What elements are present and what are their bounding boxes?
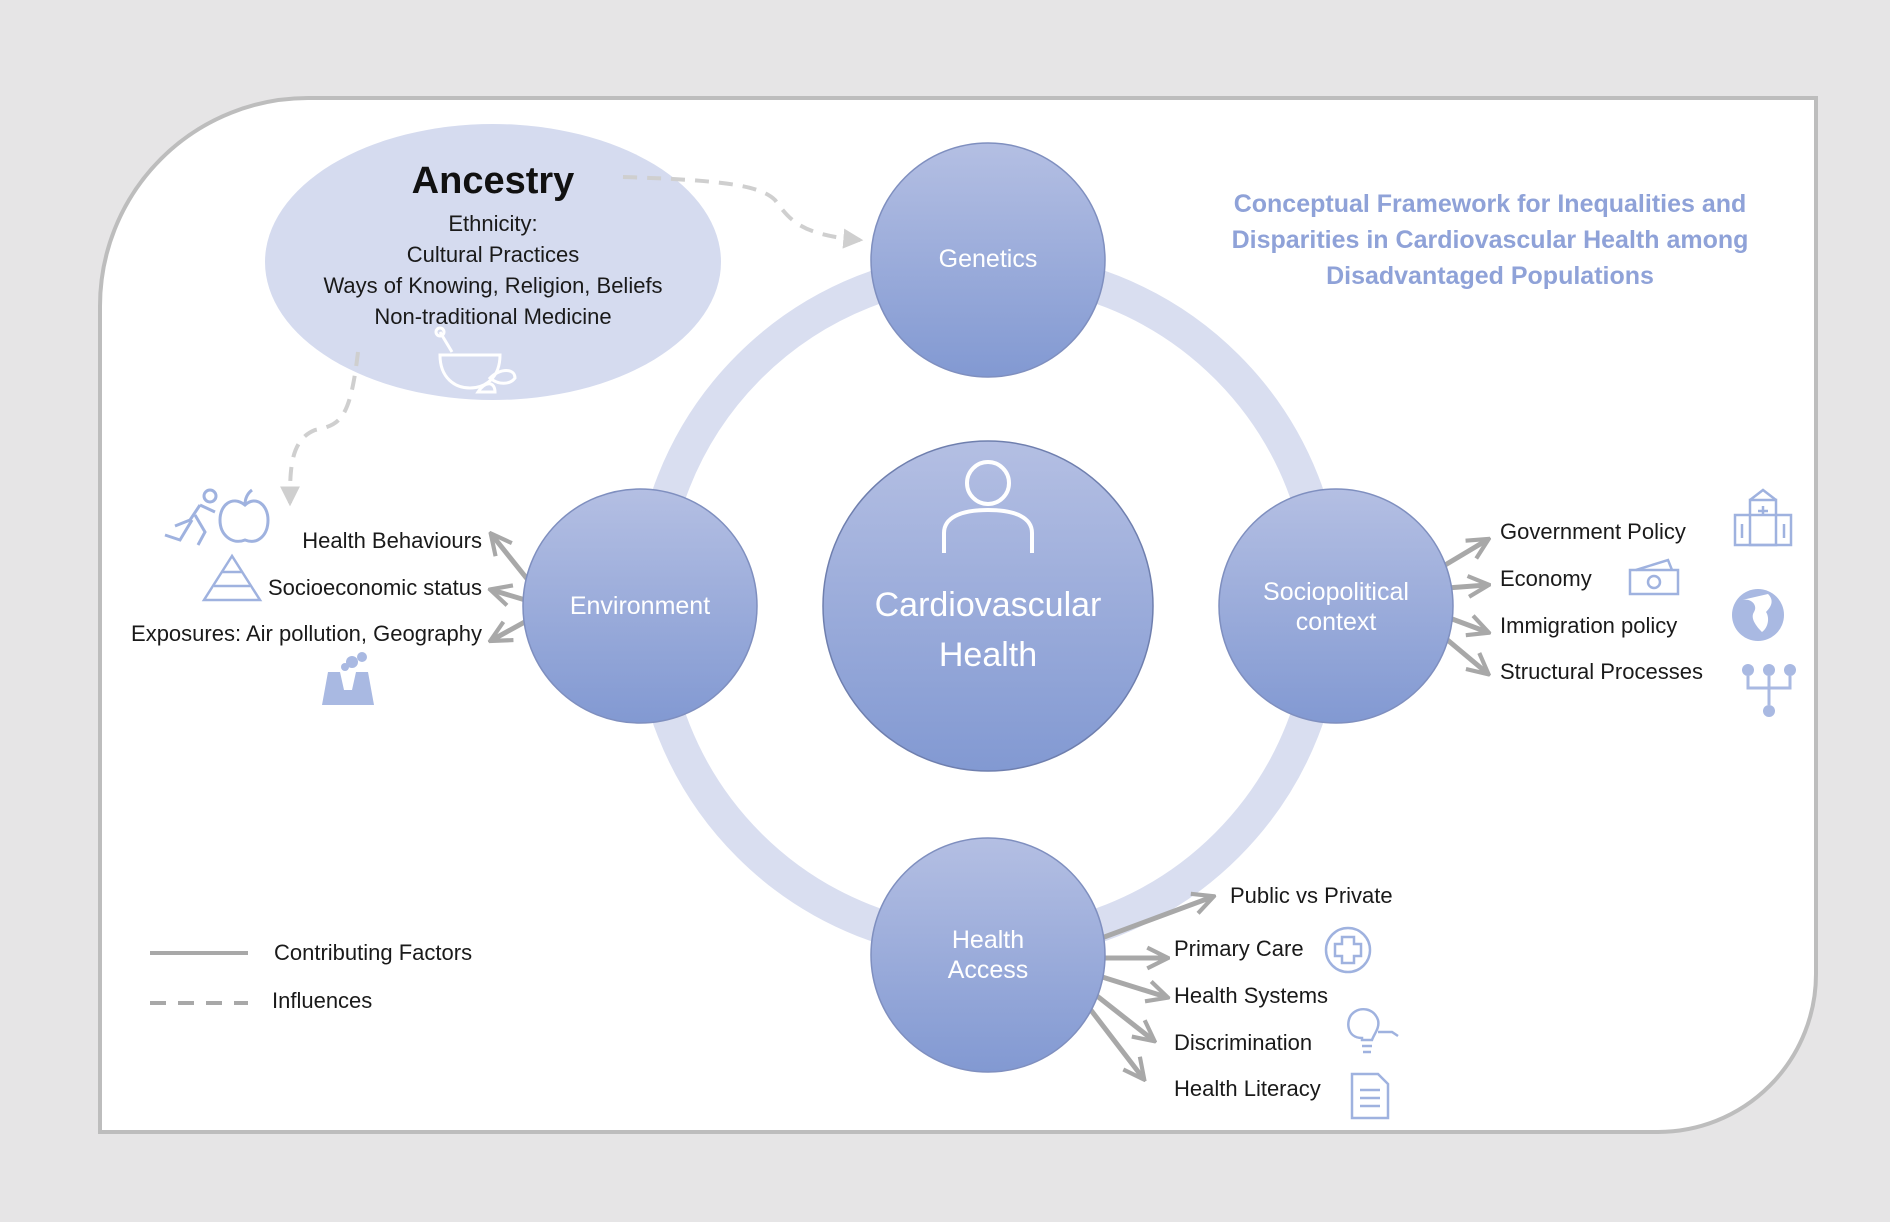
health-access-factor: Discrimination [1174, 1030, 1313, 1055]
ancestry-item: Non-traditional Medicine [374, 304, 612, 329]
hospital-icon [1733, 488, 1793, 547]
environment-node [522, 488, 758, 724]
sociopolitical-node [1218, 488, 1454, 724]
ancestry-title: Ancestry [411, 160, 575, 202]
health-access-factor: Health Literacy [1174, 1076, 1321, 1101]
health-access-factor: Health Systems [1174, 983, 1329, 1008]
dashed-influence-ancestry-environment [280, 351, 360, 507]
document-icon [1350, 1072, 1390, 1120]
sociopolitical-factor: Immigration policy [1500, 613, 1678, 638]
pyramid-icon [201, 553, 263, 602]
lightbulb-icon [1347, 1007, 1399, 1054]
sociopolitical-label-line2: context [1295, 608, 1377, 636]
money-icon [1628, 558, 1680, 596]
ancestry-item: Cultural Practices [406, 242, 580, 267]
diagram-title: Conceptual Framework for Inequalities an… [1231, 190, 1749, 290]
sociopolitical-factor: Government Policy [1500, 519, 1686, 544]
health-access-node [870, 837, 1106, 1073]
globe-icon [1732, 589, 1784, 641]
ancestry-item: Ethnicity: [448, 211, 538, 236]
ancestry-ellipse [265, 124, 721, 400]
health-access-factor: Primary Care [1174, 936, 1304, 961]
center-label-line2: Health [938, 636, 1038, 674]
hierarchy-icon [1742, 664, 1796, 717]
sociopolitical-factor: Economy [1500, 566, 1592, 591]
sociopolitical-label-line1: Sociopolitical [1263, 578, 1409, 606]
person-icon [942, 460, 1034, 553]
legend-contributing-label: Contributing Factors [274, 940, 473, 965]
environment-factor: Socioeconomic status [268, 575, 482, 600]
cardiovascular-health-node [822, 440, 1154, 772]
genetics-label: Genetics [938, 245, 1038, 273]
health-access-label-line2: Access [947, 956, 1029, 984]
legend-influences-label: Influences [272, 988, 373, 1013]
sociopolitical-factor: Structural Processes [1500, 659, 1703, 684]
dashed-influence-ancestry-genetics [622, 175, 864, 249]
environment-factor: Health Behaviours [302, 528, 482, 553]
center-label-line1: Cardiovascular [874, 586, 1102, 624]
factory-icon [322, 652, 374, 705]
mortar-pestle-icon [434, 326, 517, 394]
medical-cross-icon [1324, 926, 1372, 974]
environment-factor: Exposures: Air pollution, Geography [131, 621, 482, 646]
genetics-node [870, 142, 1106, 378]
runner-apple-icon [164, 488, 270, 546]
ancestry-item: Ways of Knowing, Religion, Beliefs [323, 273, 663, 298]
health-access-factor: Public vs Private [1230, 883, 1393, 908]
health-access-label-line1: Health [951, 926, 1025, 954]
environment-label: Environment [569, 592, 711, 620]
